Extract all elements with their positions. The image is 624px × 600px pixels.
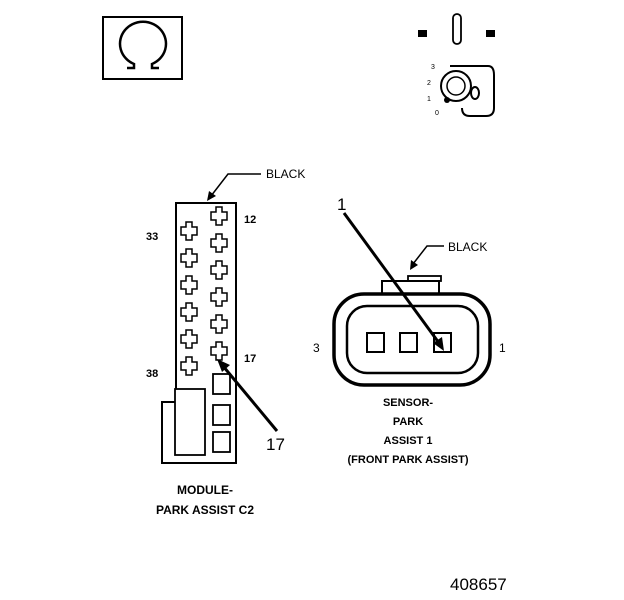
module-callout-number: 17 — [266, 435, 285, 454]
key-position-2: 2 — [427, 80, 431, 87]
sensor-caption-line1: SENSOR- — [383, 397, 433, 409]
sensor-pin-label-left: 3 — [313, 341, 320, 355]
module-pin-label-bottom-right: 17 — [244, 353, 256, 365]
module-pin-label-top-left: 33 — [146, 231, 158, 243]
sensor-callout-number: 1 — [337, 195, 346, 214]
sensor-caption-line3: ASSIST 1 — [384, 435, 433, 447]
key-position-3: 3 — [431, 64, 435, 71]
key-position-1: 1 — [427, 96, 431, 103]
module-pin-label-top-right: 12 — [244, 214, 256, 226]
module-pin-label-bottom-left: 38 — [146, 368, 158, 380]
figure-number: 408657 — [450, 575, 507, 594]
module-caption-line2: PARK ASSIST C2 — [156, 503, 254, 517]
sensor-caption-line4: (FRONT PARK ASSIST) — [348, 454, 469, 466]
sensor-wire-color-label: BLACK — [448, 240, 487, 254]
module-connector: BLACK 33 12 38 17 17 MODULE- PARK ASSIST… — [146, 167, 305, 517]
module-caption-line1: MODULE- — [177, 483, 233, 497]
sensor-caption-line2: PARK — [393, 416, 423, 428]
module-wire-color-label: BLACK — [266, 167, 305, 181]
key-position-0: 0 — [435, 110, 439, 117]
sensor-pin-label-right: 1 — [499, 341, 506, 355]
ohmmeter-icon — [102, 16, 183, 80]
sensor-connector: BLACK 1 3 1 SENSOR- PARK ASSIST 1 (FRONT… — [313, 195, 506, 466]
ignition-key-icon: 3 2 1 0 — [418, 13, 495, 117]
